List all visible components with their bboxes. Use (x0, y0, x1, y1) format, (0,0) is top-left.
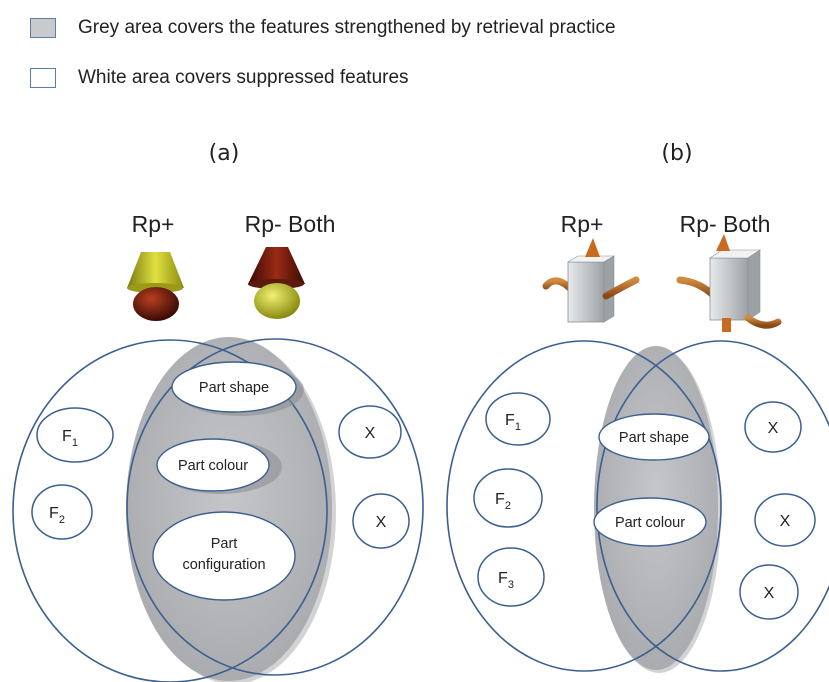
rp-minus-circle-b (596, 340, 829, 672)
lamp-object-rp-minus (248, 247, 305, 319)
feature-x2-b: X (754, 493, 816, 547)
feature-f1-a: F1 (36, 407, 114, 463)
svg-text:Part shape: Part shape (619, 430, 689, 446)
svg-text:Part: Part (211, 536, 238, 552)
legend-grey: Grey area covers the features strengthen… (30, 17, 616, 39)
box-object-rp-minus (676, 234, 782, 332)
svg-text:X: X (365, 425, 376, 442)
svg-text:F1: F1 (505, 412, 521, 433)
lamp-object-rp-plus (127, 252, 184, 321)
feature-x3-b: X (739, 564, 799, 620)
svg-text:X: X (768, 420, 779, 437)
box-object-rp-plus (542, 238, 640, 323)
svg-text:F2: F2 (495, 491, 511, 512)
rp-plus-circle-b (446, 340, 722, 672)
feature-f2-b: F2 (473, 468, 543, 528)
feature-x2-a: X (352, 493, 410, 549)
svg-text:X: X (780, 513, 791, 530)
legend-grey-text: Grey area covers the features strengthen… (78, 17, 616, 38)
svg-text:X: X (376, 514, 387, 531)
legend-white-text: White area covers suppressed features (78, 67, 409, 88)
svg-text:F1: F1 (62, 428, 78, 449)
rp-plus-circle-a (12, 339, 328, 682)
part-configuration-bubble-a: Part configuration (152, 511, 296, 601)
panel-b-rp-minus-both: Rp- Both (680, 211, 771, 237)
part-colour-bubble-a: Part colour (156, 438, 282, 494)
panel-b-label: (b) (661, 141, 692, 166)
feature-f2-a: F2 (31, 484, 93, 540)
svg-text:F3: F3 (498, 570, 514, 591)
panel-b: Rp+ Rp- Both F1 (446, 211, 829, 673)
feature-f3-b: F3 (477, 547, 545, 607)
part-shape-bubble-b: Part shape (598, 413, 710, 461)
panel-a-label: (a) (209, 141, 240, 166)
svg-text:Part colour: Part colour (178, 458, 248, 474)
panel-a: Rp+ Rp- Both F1 F2 (12, 211, 424, 682)
svg-text:Part shape: Part shape (199, 380, 269, 396)
legend-white: White area covers suppressed features (30, 67, 409, 89)
part-shape-bubble-a: Part shape (171, 361, 304, 416)
panel-a-rp-minus-both: Rp- Both (245, 211, 336, 237)
svg-text:F2: F2 (49, 505, 65, 526)
svg-text:X: X (764, 585, 775, 602)
svg-text:configuration: configuration (182, 557, 265, 573)
shared-area-a (126, 337, 332, 681)
white-swatch (30, 68, 56, 88)
rp-minus-circle-a (126, 338, 424, 676)
feature-x1-b: X (744, 401, 802, 453)
feature-x1-a: X (338, 405, 402, 459)
part-colour-bubble-b: Part colour (593, 497, 707, 547)
panel-b-rp-plus: Rp+ (561, 211, 604, 237)
panel-a-rp-plus: Rp+ (132, 211, 175, 237)
svg-text:Part colour: Part colour (615, 515, 685, 531)
grey-swatch (30, 18, 56, 38)
feature-f1-b: F1 (485, 392, 551, 446)
